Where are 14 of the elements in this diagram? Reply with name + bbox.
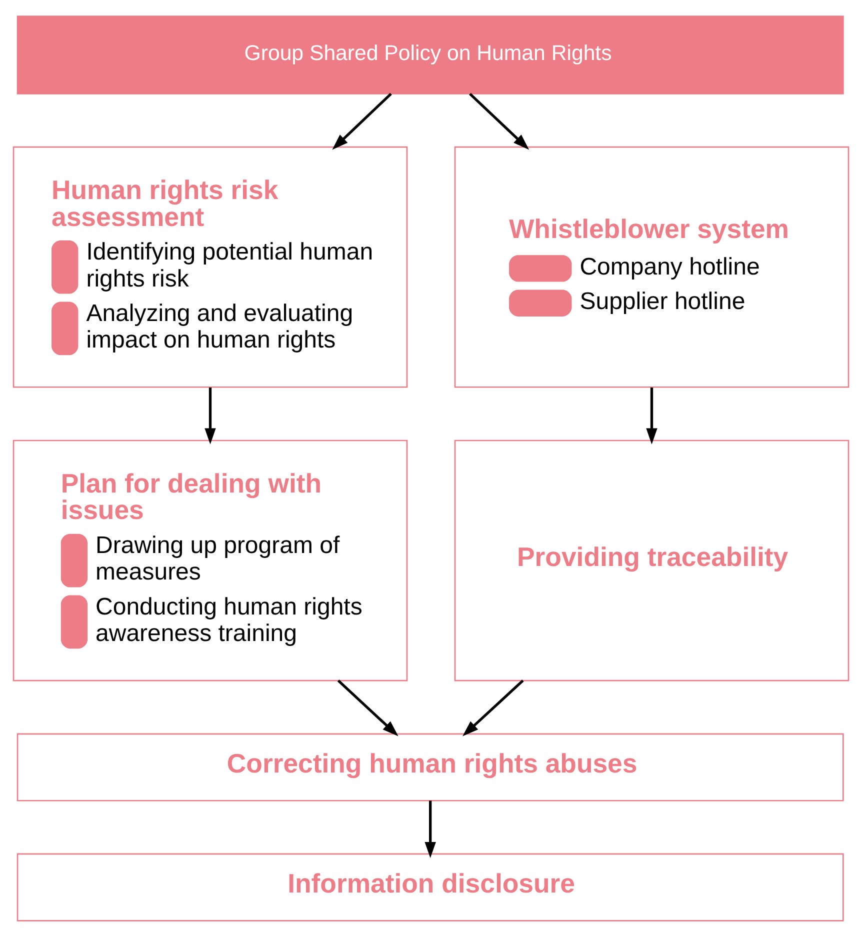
arrow xyxy=(204,388,216,444)
arrow xyxy=(646,388,658,444)
node-box: Whistleblower system Company hotline Supplier hotline xyxy=(454,146,850,388)
arrow xyxy=(332,92,392,150)
arrow xyxy=(462,680,524,736)
node-box: Group Shared Policy on Human Rights xyxy=(16,16,844,94)
node-box: Human rights risk assessment Identifying potential human rights risk Analyzing and evaluating impact on human rights xyxy=(12,146,408,388)
arrow xyxy=(337,680,398,736)
node-box: Information disclosure xyxy=(16,853,844,922)
node-box: Providing traceability xyxy=(454,440,850,682)
arrow xyxy=(469,92,530,150)
arrow xyxy=(424,800,436,858)
node-box: Plan for dealing with issues Drawing up program of measures Conducting human rights awareness training xyxy=(12,440,408,682)
node-box: Correcting human rights abuses xyxy=(16,733,844,802)
